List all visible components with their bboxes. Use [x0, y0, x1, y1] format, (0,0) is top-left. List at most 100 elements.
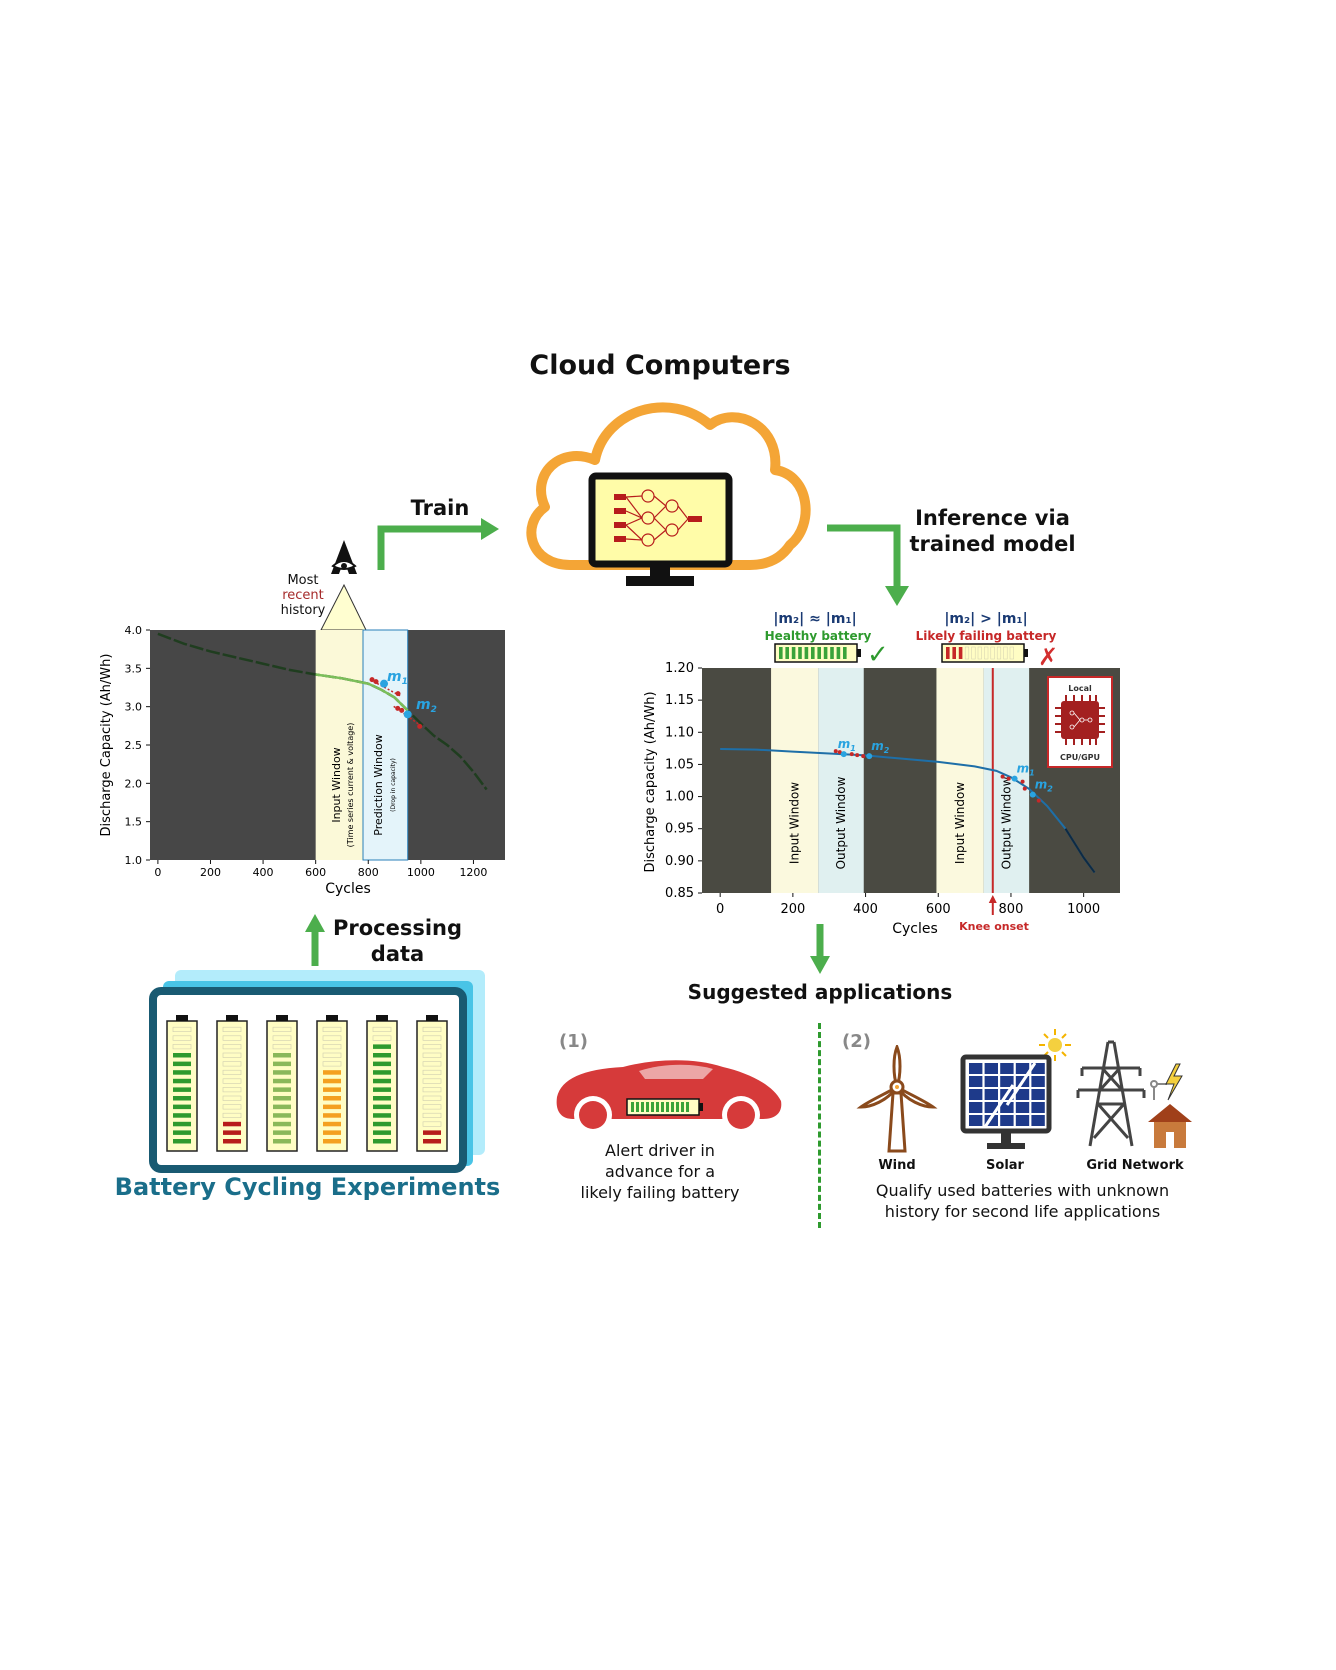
- experiments-title: Battery Cycling Experiments: [114, 1173, 501, 1201]
- battery-bar: [273, 1078, 291, 1084]
- battery-bar: [273, 1113, 291, 1118]
- y-tick-label: 1.20: [665, 661, 694, 676]
- battery-bar: [373, 1121, 391, 1127]
- solar-cell: [1015, 1102, 1030, 1113]
- y-tick-label: 0.90: [665, 854, 694, 869]
- wind-label: Wind: [878, 1158, 916, 1173]
- healthy-label: Healthy battery: [765, 629, 872, 643]
- battery-cell: [366, 1020, 398, 1152]
- slope-point: [395, 705, 401, 711]
- battery-bar: [222, 1052, 242, 1058]
- battery-bar: [173, 1078, 191, 1084]
- battery-bar: [373, 1113, 391, 1118]
- applications-divider: [818, 1023, 821, 1228]
- battery-bar: [373, 1044, 391, 1049]
- charge-bar: [1009, 646, 1014, 660]
- alert-line2: advance for a: [605, 1162, 715, 1181]
- solar-cell: [969, 1076, 983, 1087]
- eye-caption-line2: recent: [282, 588, 324, 603]
- healthy-m1-label: m1: [838, 737, 856, 753]
- alert-text: Alert driver in advance for a likely fai…: [560, 1140, 760, 1203]
- battery-bar: [323, 1070, 341, 1075]
- battery-bar: [322, 1044, 342, 1050]
- failing-m1-point: [1011, 775, 1018, 782]
- battery-bar: [322, 1035, 342, 1041]
- solar-cell: [969, 1089, 983, 1100]
- battery-bar: [173, 1113, 191, 1118]
- charge-bar: [779, 647, 783, 659]
- charge-bar: [946, 647, 950, 659]
- y-tick-label: 0.85: [665, 886, 694, 901]
- battery-bar: [323, 1139, 341, 1144]
- battery-bar: [373, 1139, 391, 1144]
- battery-bar: [422, 1044, 442, 1050]
- input-window-label: Input Window: [953, 782, 967, 864]
- right-chart: |m₂| ≈ |m₁| Healthy battery ✓ |m₂| > |m₁…: [643, 611, 1120, 937]
- x-tick-label: 0: [716, 902, 724, 917]
- battery-bar: [173, 1139, 191, 1144]
- battery-bar: [173, 1087, 191, 1092]
- x-tick-label: 400: [253, 866, 274, 879]
- qualify-line1: Qualify used batteries with unknown: [875, 1181, 1170, 1200]
- battery-bar: [423, 1139, 441, 1144]
- applications-arrow: [810, 924, 830, 974]
- check-icon: ✓: [867, 640, 889, 670]
- battery-bar: [322, 1026, 342, 1033]
- battery-bar: [173, 1130, 191, 1135]
- x-tick-label: 200: [200, 866, 221, 879]
- x-tick-label: 0: [154, 866, 161, 879]
- charge-bar: [804, 647, 809, 659]
- battery-bar: [323, 1104, 341, 1110]
- battery-bar: [373, 1078, 391, 1084]
- battery-bar: [172, 1035, 192, 1041]
- battery-bar: [222, 1087, 242, 1093]
- inference-label: Inference via trained model: [895, 505, 1090, 557]
- battery-terminal: [376, 1015, 388, 1021]
- battery-bar: [173, 1053, 191, 1058]
- failing-label: Likely failing battery: [916, 629, 1057, 643]
- knee-arrow-head: [988, 895, 997, 903]
- app-number-2: (2): [842, 1031, 871, 1052]
- battery-bar: [173, 1121, 191, 1127]
- processing-label: Processing data: [330, 915, 465, 967]
- y-tick-label: 1.5: [125, 816, 143, 829]
- battery-bar: [222, 1035, 242, 1041]
- battery-bar: [273, 1121, 291, 1127]
- battery-bar: [273, 1104, 291, 1110]
- battery-bar: [373, 1130, 391, 1135]
- processing-line1: Processing: [332, 916, 463, 940]
- solar-cell: [984, 1076, 998, 1087]
- x-axis-label: Cycles: [892, 921, 938, 937]
- battery-bar: [273, 1087, 291, 1092]
- local-cpu-gpu-icon: Local CPU/GPU: [1047, 676, 1113, 768]
- window-segment: [315, 673, 409, 712]
- charge-bar: [823, 647, 828, 659]
- y-tick-label: 2.0: [125, 777, 143, 790]
- slope-point: [399, 707, 405, 713]
- train-arrow: [377, 518, 499, 570]
- solar-cell: [969, 1102, 983, 1113]
- battery-bar: [322, 1052, 342, 1058]
- failing-m2-label: m2: [1035, 778, 1054, 794]
- battery-bar: [273, 1061, 291, 1067]
- battery-bar: [273, 1139, 291, 1144]
- battery-terminal: [426, 1015, 438, 1021]
- failing-m2-point: [1029, 791, 1036, 798]
- battery-bar: [422, 1087, 442, 1093]
- train-label: Train: [410, 496, 470, 520]
- battery-bar: [372, 1035, 392, 1041]
- charge-bar: [791, 647, 796, 659]
- x-tick-label: 800: [999, 902, 1024, 917]
- slope-point: [1020, 779, 1025, 784]
- applications-title: Suggested applications: [687, 980, 953, 1004]
- slope-point: [855, 753, 860, 758]
- charge-bar: [990, 646, 995, 660]
- m1-point: [380, 679, 389, 688]
- battery-bar: [222, 1095, 242, 1101]
- slope-point: [1006, 776, 1011, 781]
- x-tick-label: 1000: [1067, 902, 1100, 917]
- x-tick-label: 1200: [459, 866, 487, 879]
- battery-bar: [222, 1112, 242, 1118]
- battery-bar: [222, 1069, 242, 1075]
- solar-panel-icon: [960, 1029, 1071, 1149]
